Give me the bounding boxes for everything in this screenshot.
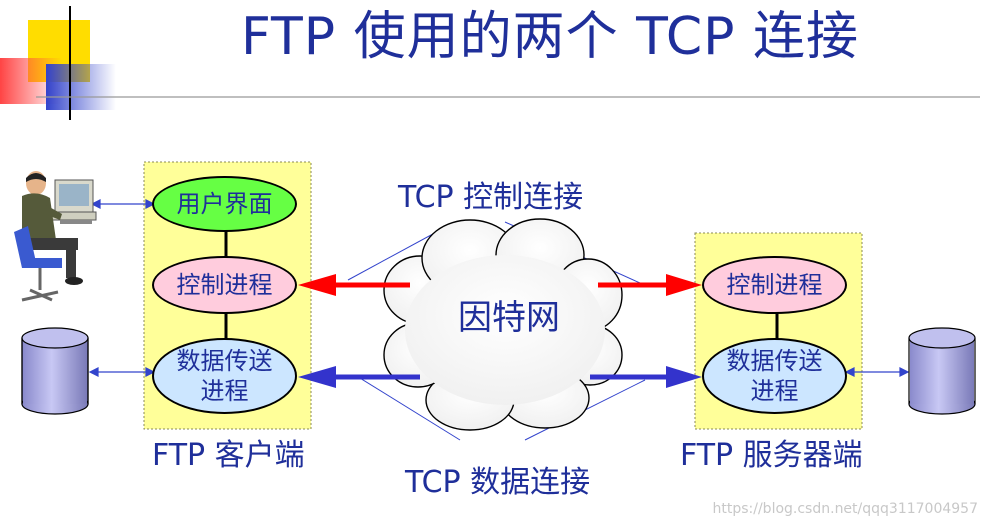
client-disk-arrow — [88, 367, 156, 377]
server-label: FTP 服务器端 — [680, 438, 863, 473]
page-title: FTP 使用的两个 TCP 连接 — [240, 7, 860, 67]
server-control-process: 控制进程 — [702, 256, 847, 314]
client-data-process: 数据传送 进程 — [152, 338, 297, 414]
data-connection-arrow — [298, 366, 702, 388]
client-data-process-line1: 数据传送 — [176, 347, 273, 375]
internet-cloud-icon — [383, 218, 623, 431]
client-data-process-line2: 进程 — [200, 377, 249, 405]
user-at-computer-icon — [14, 171, 97, 302]
server-data-process-line2: 进程 — [750, 377, 799, 405]
client-label: FTP 客户端 — [152, 438, 305, 473]
server-data-process-line1: 数据传送 — [726, 347, 823, 375]
server-disk-icon — [908, 327, 976, 415]
client-disk-icon — [21, 327, 89, 415]
client-control-process-label: 控制进程 — [176, 271, 273, 299]
client-user-interface-label: 用户界面 — [176, 190, 273, 218]
client-user-interface: 用户界面 — [152, 176, 297, 232]
server-disk-arrow — [844, 367, 910, 377]
internet-label: 因特网 — [458, 298, 560, 338]
user-ui-arrow — [90, 199, 156, 209]
client-control-process: 控制进程 — [152, 256, 297, 314]
server-control-process-label: 控制进程 — [726, 271, 823, 299]
watermark: https://blog.csdn.net/qqq3117004957 — [712, 501, 979, 517]
data-connection-label: TCP 数据连接 — [405, 465, 591, 500]
control-connection-arrow — [298, 274, 702, 296]
server-data-process: 数据传送 进程 — [702, 338, 847, 414]
control-connection-label: TCP 控制连接 — [398, 180, 584, 215]
title-decoration — [0, 6, 980, 120]
